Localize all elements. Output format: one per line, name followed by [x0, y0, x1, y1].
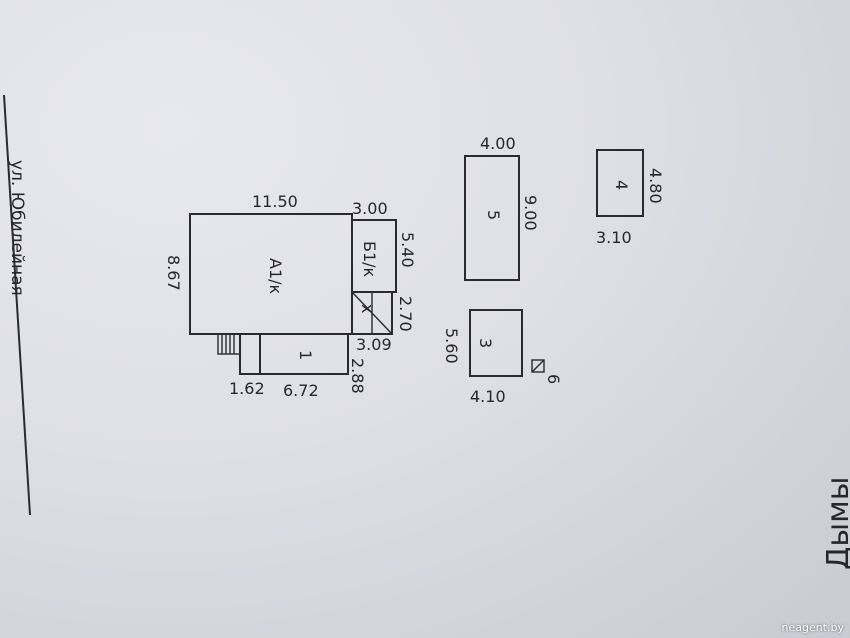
steps	[217, 333, 241, 355]
building-1-outline	[239, 333, 349, 375]
main-house-dim-top: 11.50	[252, 192, 298, 211]
building-1-dim-bottom-small: 1.62	[229, 379, 265, 398]
porch-label: х	[358, 304, 377, 313]
building-5-dim-top: 4.00	[480, 134, 516, 153]
right-edge-text: Дымы	[821, 477, 850, 570]
building-6-label: 6	[544, 374, 563, 384]
annex-b1-label: Б1/к	[360, 241, 379, 278]
building-6-outline	[531, 359, 545, 373]
annex-b1-dim-top: 3.00	[352, 199, 388, 218]
annex-b1-dim-right: 5.40	[398, 232, 417, 268]
building-1-dim-right: 2.88	[348, 358, 367, 394]
building-1-dim-bottom: 6.72	[283, 381, 319, 400]
building-3-label: 3	[476, 338, 495, 348]
building-1-dim-top: 3.09	[356, 335, 392, 354]
building-4-label: 4	[612, 180, 631, 190]
building-5-label: 5	[484, 210, 503, 220]
building-3-outline	[469, 309, 523, 377]
porch-dim-right: 2.70	[396, 296, 415, 332]
building-5-outline	[464, 155, 520, 281]
main-house-label: А1/к	[266, 258, 285, 295]
building-3-dim-bottom: 4.10	[470, 387, 506, 406]
building-4-dim-right: 4.80	[646, 168, 665, 204]
main-house-dim-left: 8.67	[164, 255, 183, 291]
building-5-dim-right: 9.00	[521, 195, 540, 231]
building-3-dim-left: 5.60	[442, 328, 461, 364]
building-1-label: 1	[296, 350, 315, 360]
building-6-hatch	[531, 359, 545, 373]
watermark: neagent.by	[781, 621, 844, 634]
building-4-dim-bottom: 3.10	[596, 228, 632, 247]
building-4-outline	[596, 149, 644, 217]
street-line	[3, 94, 31, 516]
street-label: ул. Юбилейная	[7, 160, 27, 296]
